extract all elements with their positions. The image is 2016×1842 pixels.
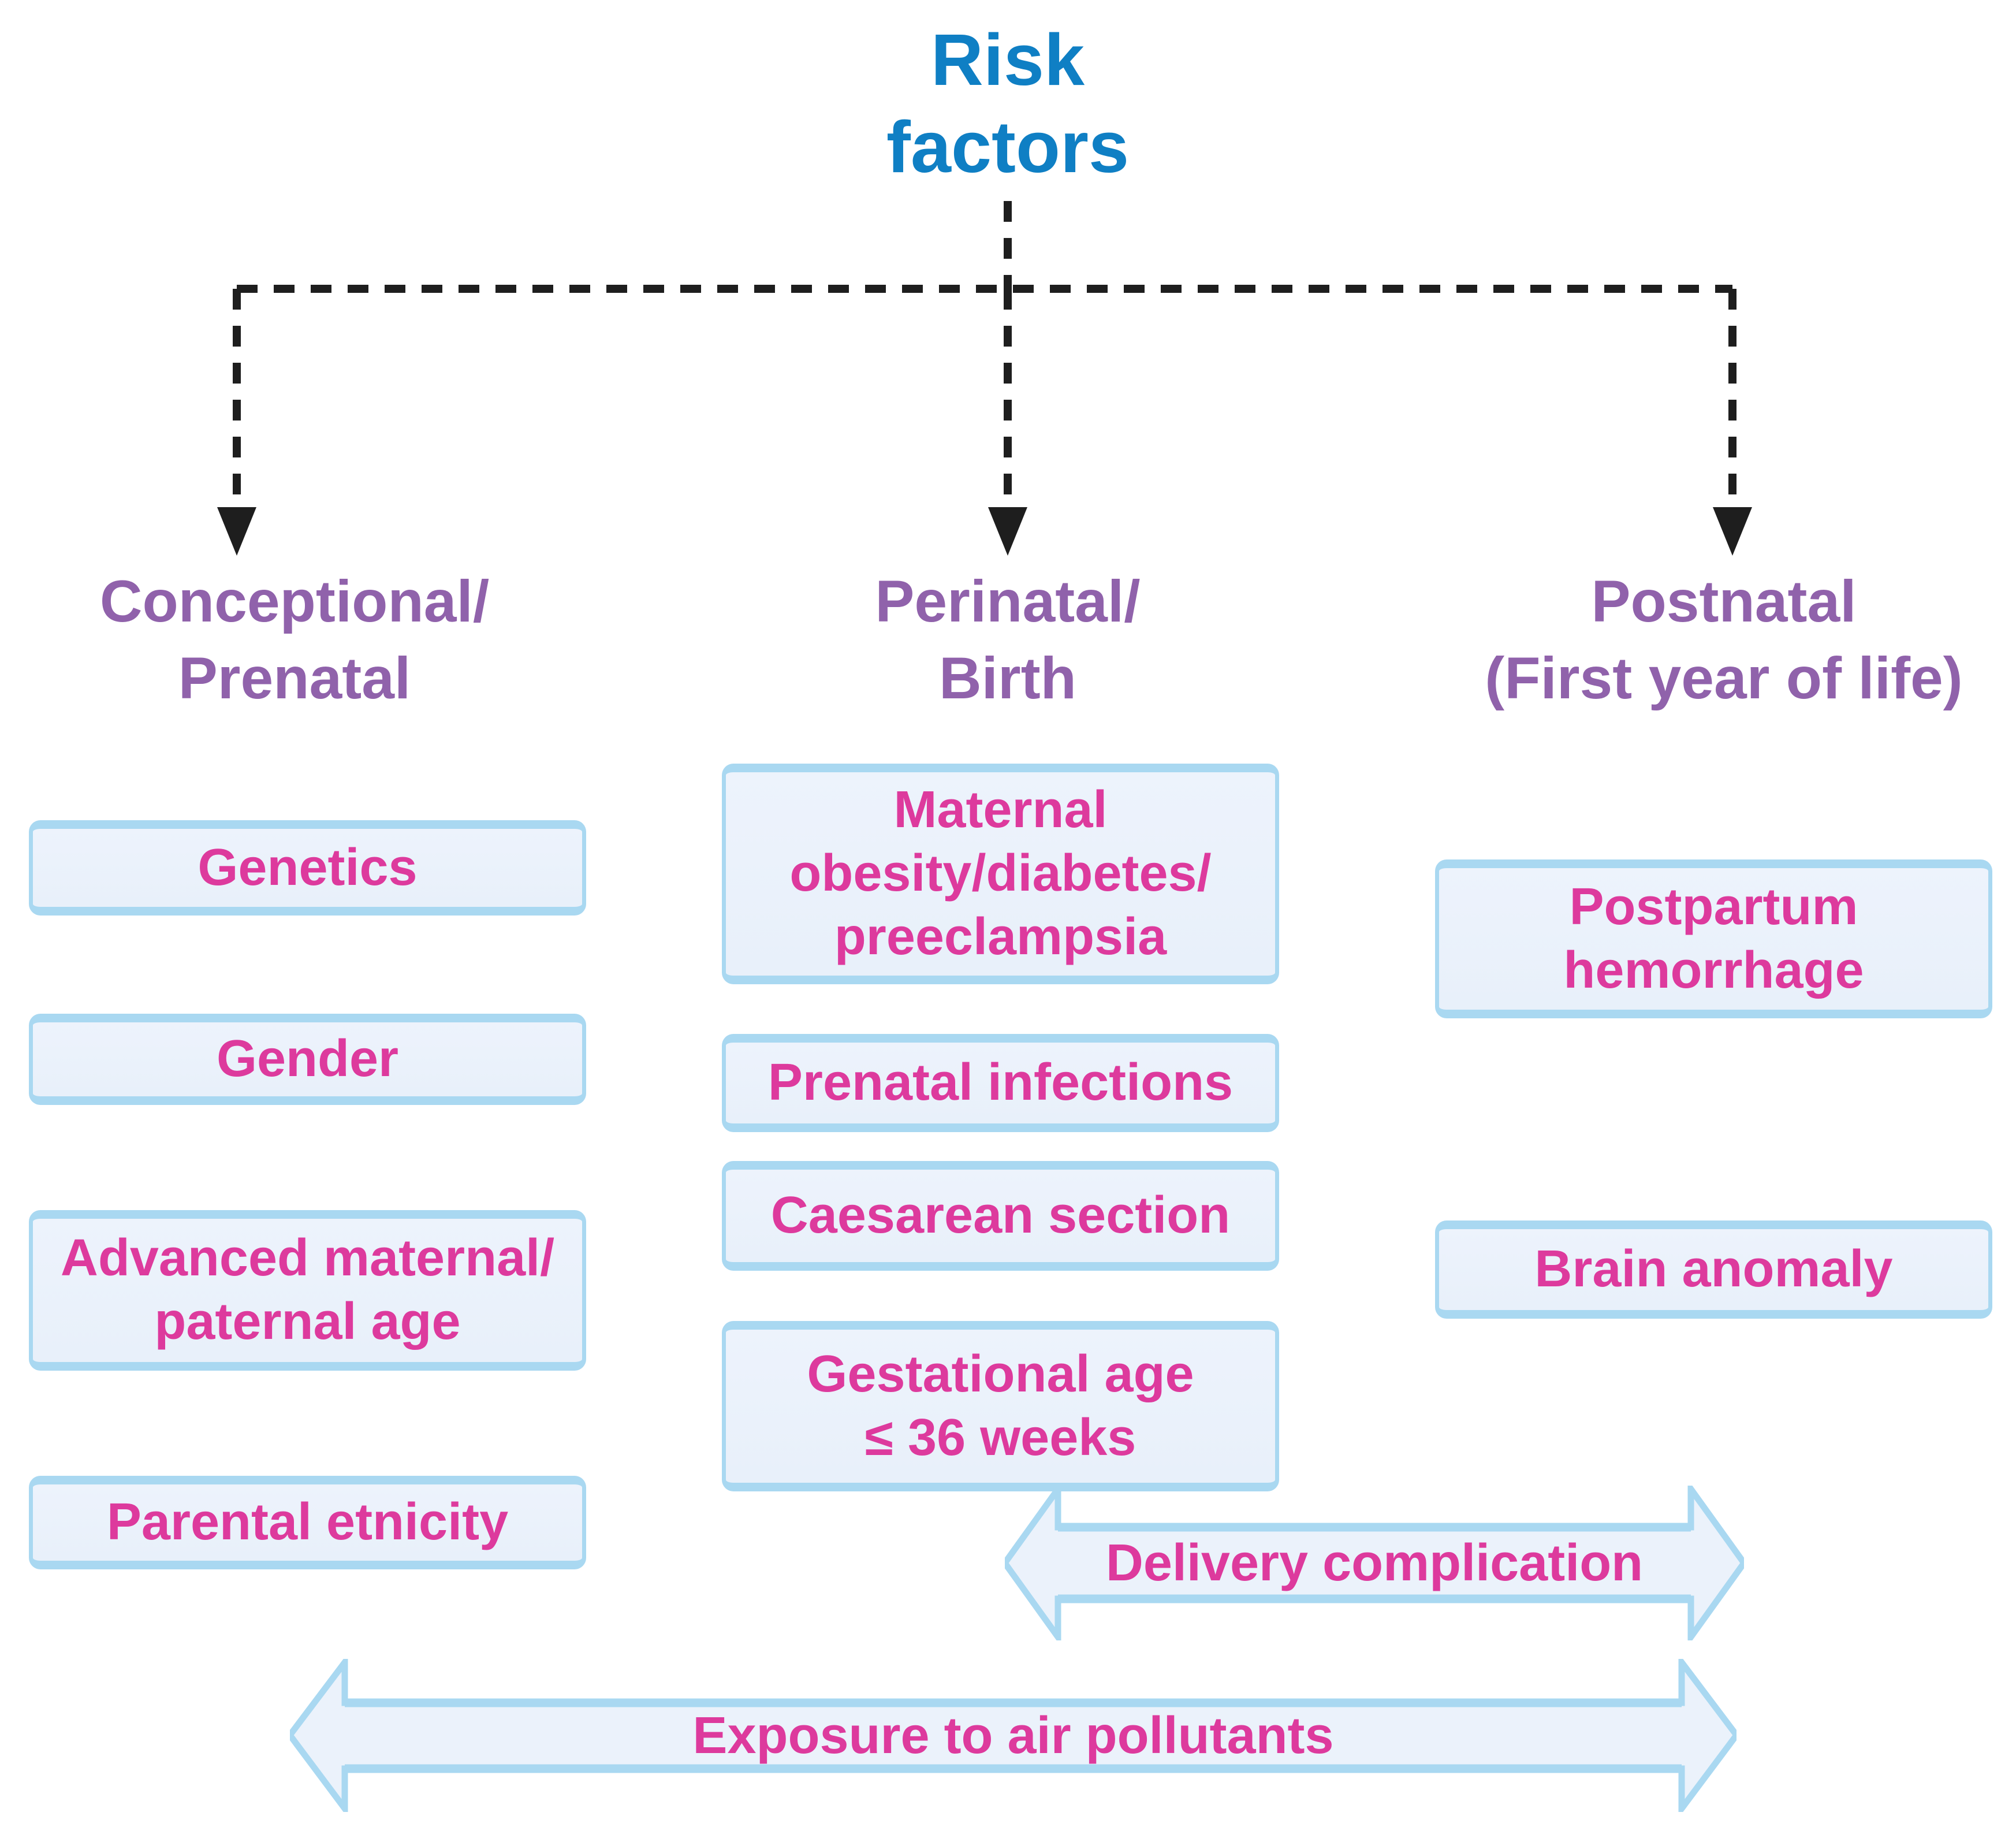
risk-box-prenatal-infections: Prenatal infections xyxy=(722,1034,1279,1132)
diagram-title: Risk factors xyxy=(886,19,1130,188)
column-header-conceptional-prenatal: Conceptional/ Prenatal xyxy=(99,568,490,711)
risk-box-gestational-age: Gestational age ≤ 36 weeks xyxy=(722,1321,1279,1491)
risk-box-gender: Gender xyxy=(29,1014,586,1105)
arrowhead-down-icon xyxy=(217,507,256,556)
risk-box-caesarean-section: Caesarean section xyxy=(722,1161,1279,1271)
risk-box-label: Gestational age ≤ 36 weeks xyxy=(807,1345,1194,1467)
column-header-perinatal-birth: Perinatal/ Birth xyxy=(875,568,1141,711)
risk-box-postpartum-hemorrhage: Postpartum hemorrhage xyxy=(1435,859,1992,1018)
risk-box-parental-etnicity: Parental etnicity xyxy=(29,1476,586,1569)
risk-box-brain-anomaly: Brain anomaly xyxy=(1435,1220,1992,1319)
risk-box-maternal-obesity-diabetes-preeclampsia: Maternal obesity/diabetes/ preeclampsia xyxy=(722,764,1279,984)
risk-box-label: Gender xyxy=(216,1030,399,1088)
arrowhead-down-icon xyxy=(1713,507,1752,556)
column-header-postnatal: Postnatal (First year of life) xyxy=(1485,568,1963,711)
risk-box-label: Advanced maternal/ paternal age xyxy=(60,1229,555,1350)
banner-text: Exposure to air pollutants xyxy=(692,1706,1334,1765)
banner-label-exposure-air-pollutants: Exposure to air pollutants xyxy=(290,1703,1736,1769)
double-arrow-shape xyxy=(1005,1486,1744,1640)
risk-box-label: Postpartum hemorrhage xyxy=(1563,877,1864,999)
risk-box-advanced-parental-age: Advanced maternal/ paternal age xyxy=(29,1210,586,1371)
double-arrow-delivery-complication xyxy=(1005,1486,1744,1640)
banner-label-delivery-complication: Delivery complication xyxy=(1005,1527,1744,1599)
risk-box-label: Brain anomaly xyxy=(1534,1240,1893,1298)
risk-box-genetics: Genetics xyxy=(29,820,586,916)
risk-box-label: Parental etnicity xyxy=(106,1493,509,1551)
arrowhead-down-icon xyxy=(988,507,1027,556)
double-arrow-shape xyxy=(290,1659,1736,1812)
banner-text: Delivery complication xyxy=(1105,1534,1644,1592)
risk-box-label: Genetics xyxy=(197,838,418,896)
risk-box-label: Prenatal infections xyxy=(767,1054,1234,1112)
risk-box-label: Caesarean section xyxy=(770,1186,1231,1245)
risk-box-label: Maternal obesity/diabetes/ preeclampsia xyxy=(789,781,1212,966)
double-arrow-exposure-air-pollutants xyxy=(290,1659,1736,1812)
